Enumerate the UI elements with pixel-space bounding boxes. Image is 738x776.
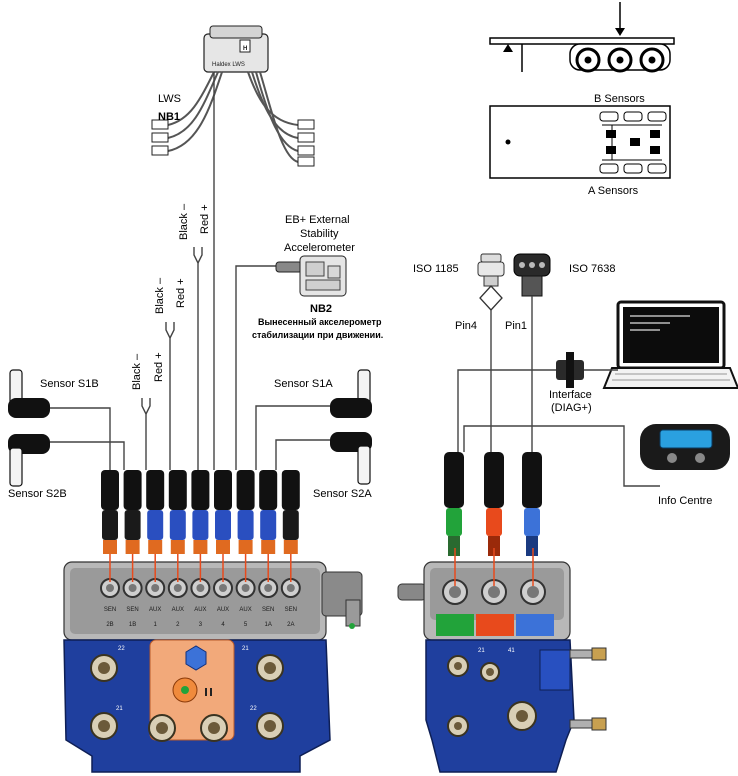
port: AUX 5 — [235, 554, 256, 628]
interface-label-line1: Interface — [549, 389, 592, 401]
port-type-label: AUX — [194, 607, 206, 613]
port-type-label: AUX — [172, 607, 184, 613]
pin1-label: Pin1 — [505, 320, 527, 332]
connector-row-right — [444, 452, 542, 556]
black-label-3: Black – — [131, 353, 143, 390]
nb2-description-line2: стабилизации при движении. — [252, 330, 383, 340]
port-number-label: 4 — [221, 622, 225, 628]
lws-label: LWS — [158, 93, 181, 105]
lws-brand-label: Haldex LWS — [212, 62, 245, 68]
aux-wire-pairs — [141, 72, 215, 470]
black-label-2: Black – — [154, 277, 166, 314]
connector-plug — [123, 470, 142, 554]
port: AUX 4 — [213, 554, 233, 628]
port: AUX 3 — [190, 554, 211, 628]
pin4-label: Pin4 — [455, 320, 477, 332]
svg-text:41: 41 — [508, 648, 515, 654]
port-type-label: AUX — [217, 607, 229, 613]
nb2-label: NB2 — [310, 303, 332, 315]
port: AUX 2 — [167, 554, 188, 628]
sensor-s2a-label: Sensor S2A — [313, 488, 372, 500]
trailer-top-view — [489, 105, 671, 179]
port-number-label: 1 — [154, 622, 158, 628]
iso7638-connector — [513, 253, 551, 452]
port-number-label: 5 — [244, 622, 248, 628]
port: AUX 1 — [145, 554, 166, 628]
connector-plug — [101, 470, 119, 554]
svg-text:21: 21 — [116, 706, 123, 712]
sensor-s2b-label: Sensor S2B — [8, 488, 67, 500]
port-number-label: 1B — [129, 622, 136, 628]
port: SEN 2B — [100, 554, 120, 628]
port: SEN 1A — [258, 554, 279, 628]
interface-label-line2: (DIAG+) — [551, 402, 592, 414]
sensor-s2b — [8, 434, 125, 487]
nb2-description-line1: Вынесенный акселерометр — [258, 317, 382, 327]
connector-plug — [259, 470, 278, 554]
eb-label-line1: EB+ External — [285, 214, 350, 226]
connector-plug — [191, 470, 210, 554]
black-label-1: Black – — [178, 203, 190, 240]
port-number-label: 2 — [176, 622, 180, 628]
interface-cable — [457, 352, 618, 452]
red-label-1: Red + — [199, 204, 211, 234]
port-number-label: 2A — [287, 622, 294, 628]
svg-text:H: H — [243, 46, 247, 52]
svg-text:21: 21 — [242, 646, 249, 652]
port-type-label: SEN — [285, 607, 297, 613]
port-number-label: 1A — [265, 622, 272, 628]
a-sensors-label: A Sensors — [588, 185, 639, 197]
red-label-3: Red + — [153, 352, 165, 382]
port-row-left: SEN 2B SEN 1B AUX 1 AUX 2 AUX 3 AUX 4 AUX 5 SEN 1A SEN 2A — [100, 554, 301, 628]
port-number-label: 2B — [106, 622, 113, 628]
info-centre-label: Info Centre — [658, 495, 712, 507]
connector-plug — [146, 470, 165, 554]
connector-plug — [168, 470, 187, 554]
port: SEN 2A — [280, 554, 301, 628]
laptop-icon — [602, 300, 738, 389]
eb-label-line2: Stability — [300, 228, 339, 240]
port-type-label: SEN — [262, 607, 274, 613]
accelerometer-device — [235, 255, 347, 470]
connector-plug — [281, 470, 300, 554]
trailer-side-view — [489, 2, 675, 73]
sensor-s2a — [275, 432, 372, 485]
iso7638-label: ISO 7638 — [569, 263, 615, 275]
b-sensors-label: B Sensors — [594, 93, 645, 105]
sensor-s1b — [8, 369, 111, 470]
sensor-s1a — [255, 369, 372, 470]
port-row-right — [442, 548, 546, 605]
port: SEN 1B — [122, 554, 143, 628]
port-number-label: 3 — [199, 622, 203, 628]
info-centre-device — [463, 424, 730, 487]
nb1-label: NB1 — [158, 111, 180, 123]
lws-unit: H Haldex LWS — [151, 25, 315, 167]
sensor-s1a-label: Sensor S1A — [274, 378, 333, 390]
svg-text:21: 21 — [478, 648, 485, 654]
port-type-label: SEN — [126, 607, 138, 613]
connector-row-left — [101, 470, 300, 554]
sensor-s1b-label: Sensor S1B — [40, 378, 99, 390]
iso1185-label: ISO 1185 — [413, 263, 459, 275]
iso1185-connector — [477, 253, 505, 452]
svg-text:22: 22 — [250, 706, 257, 712]
port-type-label: AUX — [239, 607, 251, 613]
connector-plug — [236, 470, 255, 554]
eb-label-line3: Accelerometer — [284, 242, 355, 254]
port-type-label: AUX — [149, 607, 161, 613]
svg-text:22: 22 — [118, 646, 125, 652]
red-label-2: Red + — [175, 278, 187, 308]
port-type-label: SEN — [104, 607, 116, 613]
connector-plug — [214, 470, 232, 554]
